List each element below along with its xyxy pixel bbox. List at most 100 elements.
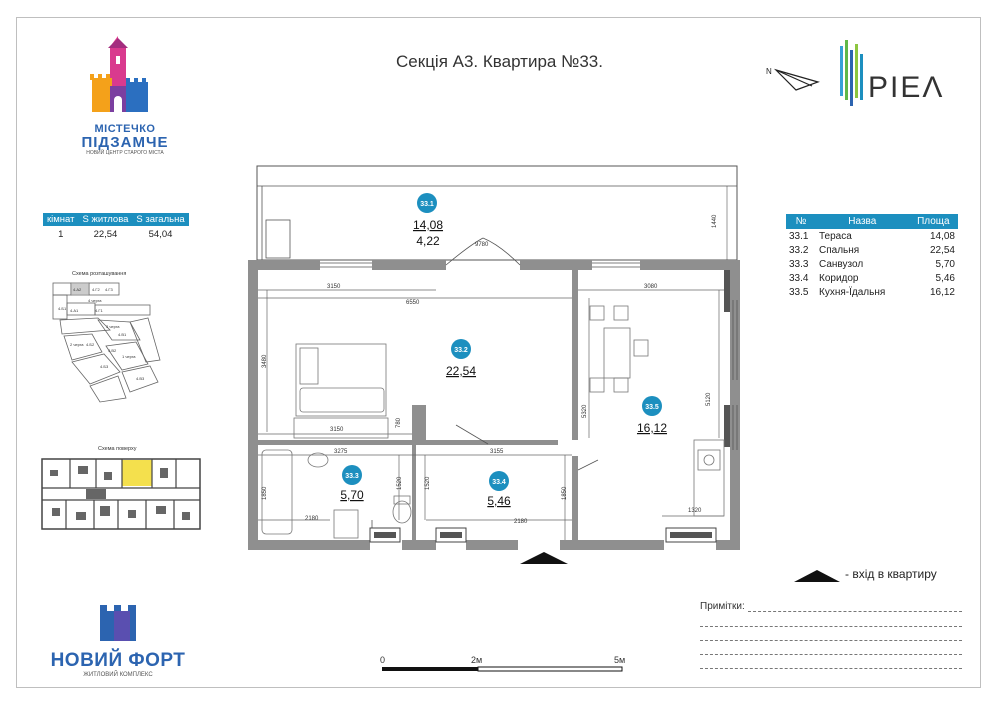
mistechko-pidzamche-logo: МІСТЕЧКО ПІДЗАМЧЕ НОВИЙ ЦЕНТР СТАРОГО МІ… [70, 36, 180, 156]
dim-2180-left: 2180 [305, 516, 319, 522]
room-num: 33.2 [789, 244, 809, 256]
svg-text:33.3: 33.3 [345, 473, 359, 480]
notes-line [700, 640, 962, 641]
room-name: Спальня [819, 244, 860, 256]
svg-text:33.1: 33.1 [420, 201, 434, 208]
area-33-2: 22,54 [446, 364, 476, 378]
rooms-header-name: Назва [816, 214, 909, 229]
novyi-fort-sub: ЖИТЛОВИЙ КОМПЛЕКС [83, 672, 153, 678]
fort-icon [100, 605, 136, 641]
piea-word: PIEΛ [868, 71, 945, 104]
room-num: 33.5 [789, 286, 809, 298]
scale-label-0: 0 [380, 655, 386, 665]
loc-label-v2: 4.В2 [108, 348, 117, 353]
entrance-legend-text: - вхід в квартиру [845, 567, 937, 581]
room-name: Коридор [819, 272, 859, 284]
kitchen-counter-icon [693, 439, 725, 517]
dim-6550: 6550 [406, 300, 420, 306]
dim-1850-left: 1850 [262, 486, 268, 500]
room-area: 5,46 [935, 272, 955, 284]
table-row: 33.1 Тераса 14,08 [786, 229, 958, 243]
dim-3080: 3080 [644, 284, 658, 290]
stats-header-living: S житлова [78, 213, 133, 226]
room-area: 14,08 [929, 230, 955, 242]
loc-label-b3: 4.Б3 [100, 364, 109, 369]
area-33-1: 14,08 [413, 218, 443, 232]
notes-line [700, 668, 962, 669]
page-title: Секція А3. Квартира №33. [396, 52, 603, 71]
room-name: Кухня-Їдальня [819, 286, 886, 298]
room-area: 16,12 [929, 286, 955, 298]
novyi-fort-name: НОВИЙ ФОРТ [50, 650, 186, 671]
dim-3155: 3155 [490, 449, 504, 455]
svg-text:33.4: 33.4 [492, 479, 506, 486]
apartment-stats-table: кімнат S житлова S загальна 1 22,54 54,0… [43, 213, 189, 243]
dim-3150-top: 3150 [327, 284, 341, 290]
table-row: 33.4 Коридор 5,46 [786, 271, 958, 285]
room-tag-33-3: 33.3 [342, 465, 362, 485]
dim-1520-a: 1520 [397, 476, 403, 490]
room-area: 5,70 [935, 258, 955, 270]
dim-780: 780 [396, 417, 402, 428]
room-num: 33.1 [789, 230, 809, 242]
piea-logo: PIEΛ [838, 36, 942, 116]
room-area: 22,54 [929, 244, 955, 256]
room-tag-33-4: 33.4 [489, 471, 509, 491]
loc-label-a1: 4.А1 [70, 308, 79, 313]
rooms-table: № Назва Площа 33.1 Тераса 14,08 33.2 Спа… [786, 214, 958, 299]
scale-label-5m: 5м [614, 655, 626, 665]
area-33-1-reduced: 4,22 [416, 234, 440, 248]
bed-icon [293, 343, 389, 439]
loc-label-b2: 4.Б2 [86, 342, 95, 347]
loc-label-queue4: 4 черга [88, 298, 102, 303]
room-num: 33.3 [789, 258, 809, 270]
loc-label-v3: 4.В3 [136, 376, 145, 381]
room-name: Тераса [819, 230, 852, 242]
dim-1320: 1320 [688, 508, 702, 514]
loc-label-g1: 4.Г1 [95, 308, 104, 313]
room-tag-33-5: 33.5 [642, 396, 662, 416]
castle-icon [90, 36, 148, 112]
rooms-header-num: № [786, 214, 816, 229]
area-33-5: 16,12 [637, 421, 667, 435]
dim-5320: 5320 [582, 404, 588, 418]
logo-line2: ПІДЗАМЧЕ [81, 134, 169, 151]
logo-sub: НОВИЙ ЦЕНТР СТАРОГО МІСТА [86, 150, 164, 156]
dim-3150-bed: 3150 [330, 427, 344, 433]
location-scheme-label: Схема розташування [72, 271, 127, 277]
dim-3275: 3275 [334, 449, 348, 455]
bath-fixtures [261, 449, 412, 539]
loc-label-queue2: 2 черга [70, 342, 84, 347]
page-frame [16, 17, 981, 688]
stats-total-value: 54,04 [148, 229, 173, 240]
loc-label-queue1: 1 черга [122, 354, 136, 359]
novyi-fort-logo: НОВИЙ ФОРТ ЖИТЛОВИЙ КОМПЛЕКС [48, 603, 188, 678]
loc-label-a2: 4.А2 [73, 287, 82, 292]
loc-label-b1: 4.Б1 [58, 306, 67, 311]
room-tag-33-1: 33.1 [417, 193, 437, 213]
walls [248, 260, 740, 550]
dim-1850-right: 1850 [562, 486, 568, 500]
notes-label: Примітки: [700, 601, 745, 612]
floor-scheme-label: Схема поверху [98, 446, 137, 452]
loc-label-g3: 4.Г3 [105, 287, 114, 292]
dim-1440: 1440 [712, 214, 718, 228]
table-row: 33.3 Санвузол 5,70 [786, 257, 958, 271]
dining-table-icon [589, 305, 649, 393]
notes-line [748, 611, 962, 612]
loc-label-queue3: 3 черга [106, 324, 120, 329]
room-num: 33.4 [789, 272, 809, 284]
stats-rooms-value: 1 [58, 229, 64, 240]
dim-2180-right: 2180 [514, 519, 528, 525]
dim-5120: 5120 [706, 392, 712, 406]
logo-line1: МІСТЕЧКО [94, 123, 156, 135]
svg-text:33.5: 33.5 [645, 404, 659, 411]
table-row: 33.2 Спальня 22,54 [786, 243, 958, 257]
notes-line [700, 626, 962, 627]
dim-3480: 3480 [262, 354, 268, 368]
